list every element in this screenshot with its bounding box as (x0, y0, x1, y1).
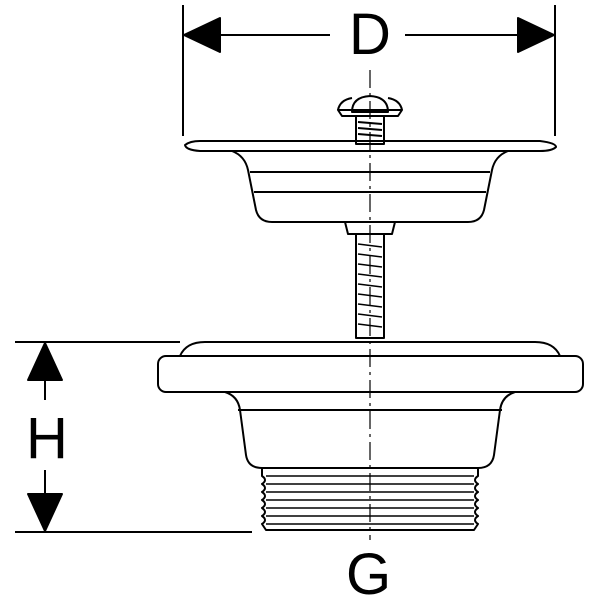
thread-g-label: G (346, 542, 392, 600)
dimension-d-lines (182, 5, 556, 136)
dimension-h-label: H (26, 406, 68, 471)
dimension-d-label: D (349, 2, 391, 67)
dimension-h-lines (15, 341, 252, 533)
